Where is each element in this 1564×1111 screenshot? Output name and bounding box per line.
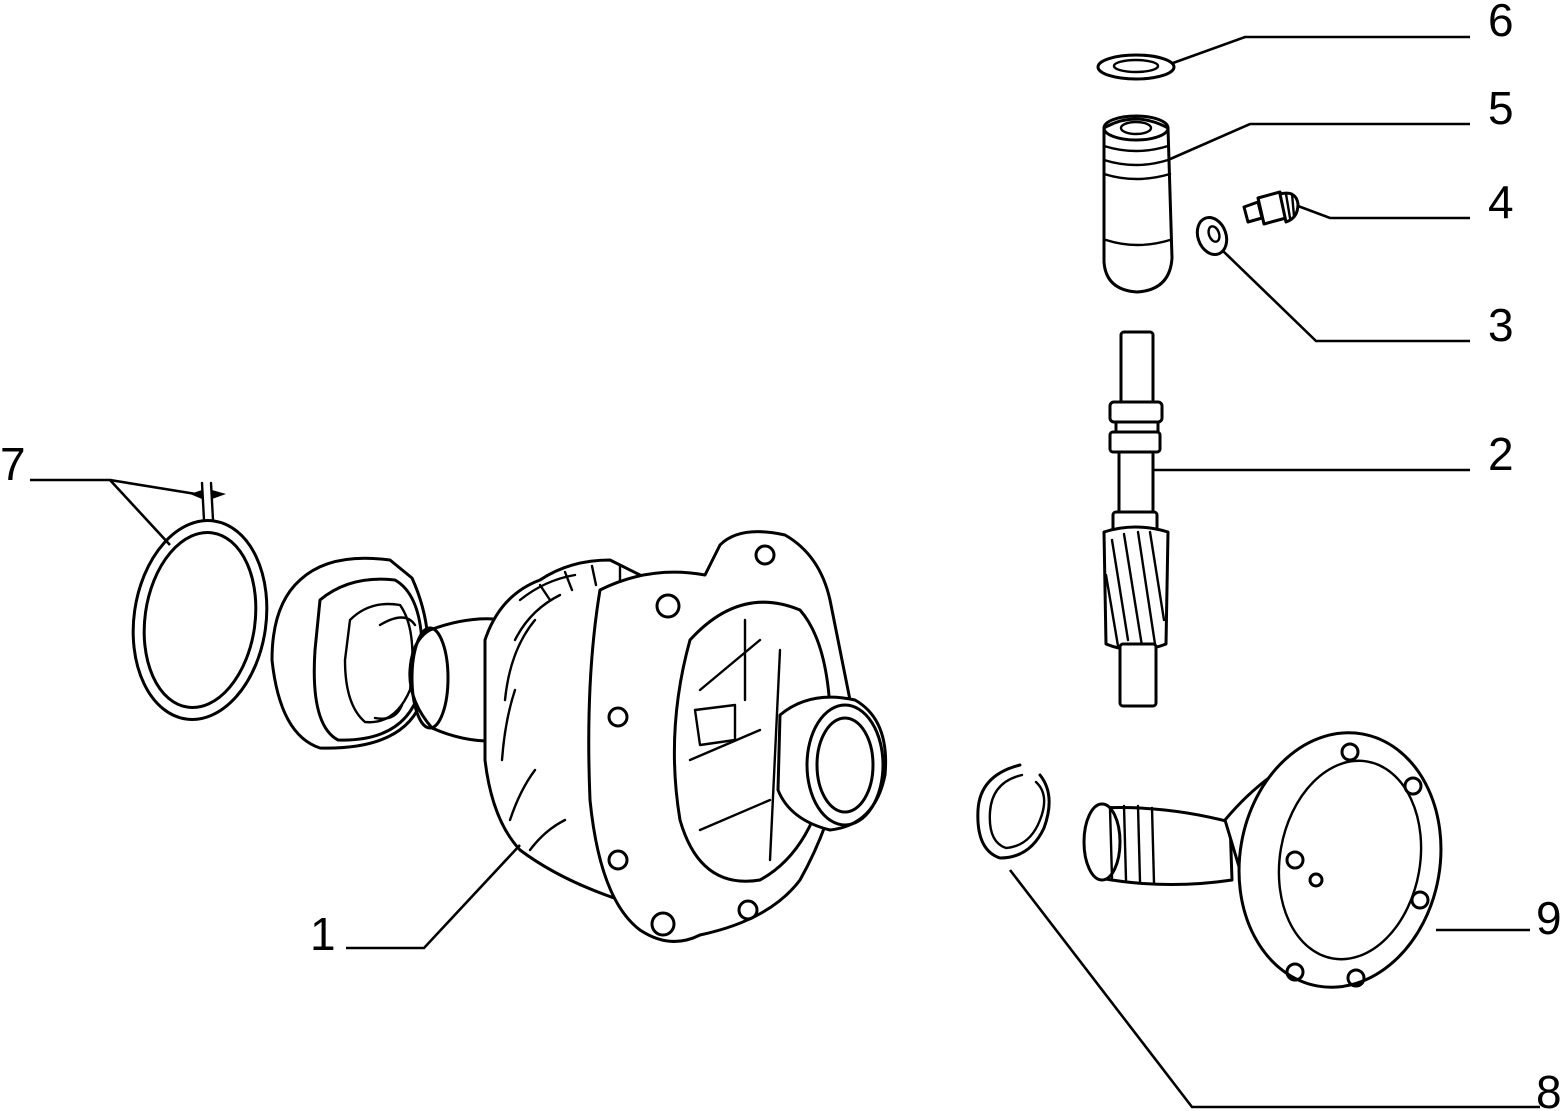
part-4-plug (1242, 190, 1300, 226)
callout-6: 6 (1488, 0, 1514, 46)
leader-line-8 (1008, 869, 1540, 1109)
leader-line-4 (1297, 204, 1470, 220)
part-9-output-flange-shaft (1082, 731, 1443, 989)
callout-5: 5 (1488, 82, 1514, 134)
callout-3: 3 (1488, 299, 1514, 351)
part-1-differential-housing (408, 530, 888, 943)
callout-9: 9 (1536, 892, 1562, 944)
leader-line-5 (1167, 122, 1470, 162)
bearing (270, 556, 430, 750)
callout-1: 1 (310, 908, 336, 960)
leader-lines (30, 35, 1540, 1109)
leader-line-3 (1221, 249, 1470, 343)
callout-8: 8 (1536, 1066, 1562, 1111)
part-3-washer (1195, 216, 1229, 256)
leader-line-6 (1172, 35, 1470, 65)
leader-line-7b (109, 478, 197, 496)
callout-7: 7 (0, 438, 26, 490)
leader-line-7a (30, 478, 171, 546)
callout-4: 4 (1488, 176, 1514, 228)
part-7-snap-ring (131, 481, 269, 721)
leader-line-1 (346, 844, 521, 950)
part-2-speedo-drive-gear-shaft (1102, 330, 1170, 708)
part-8-circlip (976, 763, 1051, 860)
callout-2: 2 (1488, 428, 1514, 480)
part-6-shim (1096, 53, 1176, 81)
part-5-sleeve (1102, 114, 1174, 294)
